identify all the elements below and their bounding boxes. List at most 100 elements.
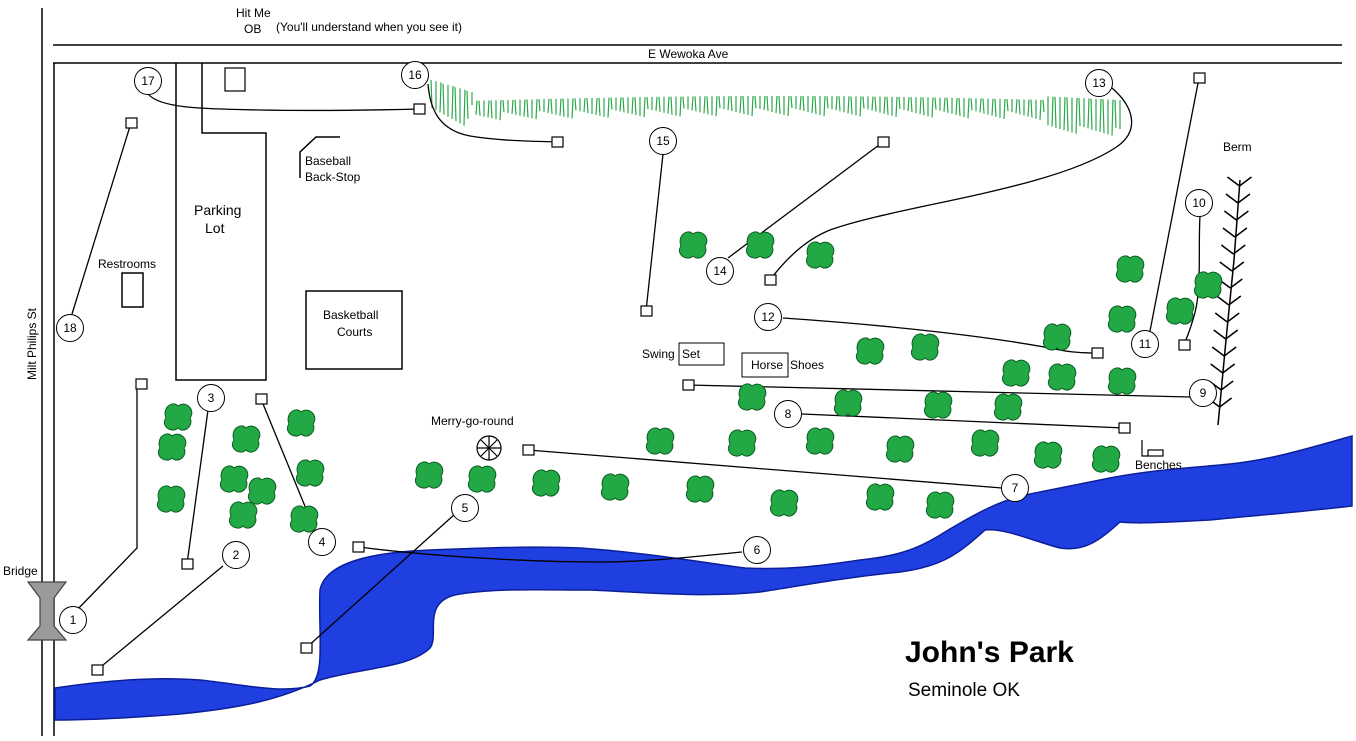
tree	[290, 505, 319, 533]
grass-blade	[679, 96, 682, 117]
grass-blade	[859, 96, 862, 117]
berm-tick	[1219, 397, 1233, 408]
tree	[1194, 271, 1223, 299]
grass-blade	[1051, 96, 1054, 127]
tree	[164, 403, 193, 431]
grass-blade	[1003, 98, 1006, 119]
berm-tick	[1226, 312, 1240, 323]
grass-blade	[538, 99, 541, 112]
tree	[679, 231, 708, 259]
grass-blade	[451, 85, 454, 120]
grass-blade	[727, 96, 730, 111]
hole-11-marker: 11	[1131, 330, 1159, 358]
berm-ridge	[1207, 176, 1252, 426]
map-subtitle: Seminole OK	[908, 680, 1020, 701]
grass-blade	[790, 95, 793, 109]
berm-tick	[1211, 346, 1225, 357]
grass-blade	[1015, 99, 1018, 114]
backstop-label-line2: Back-Stop	[305, 170, 361, 184]
grass-blade	[583, 98, 586, 113]
berm-tick	[1228, 295, 1242, 306]
hole-14-marker: 14	[706, 257, 734, 285]
berm-tick	[1210, 363, 1224, 374]
grass-blade	[1006, 99, 1009, 112]
grass-blade	[439, 82, 442, 113]
parking-lot-outline	[175, 63, 267, 381]
berm-tick	[1214, 312, 1228, 323]
grass-blade	[991, 98, 994, 116]
hole-10-marker: 10	[1185, 189, 1213, 217]
tree	[738, 383, 767, 411]
fairway-13	[769, 87, 1133, 281]
berm-spine	[1217, 179, 1241, 426]
grass-blade	[898, 96, 901, 109]
fairway-16	[427, 83, 558, 143]
tree	[806, 427, 835, 455]
grass-blade	[1099, 98, 1102, 133]
tree	[886, 435, 915, 463]
trees	[157, 231, 1223, 533]
fairway-1	[74, 383, 142, 613]
hole-9-marker: 9	[1189, 379, 1217, 407]
berm-tick	[1213, 329, 1227, 340]
grass-blade	[883, 96, 886, 114]
tree	[157, 485, 186, 513]
grass-blade	[910, 97, 913, 113]
berm-tick	[1234, 227, 1248, 238]
grass-blade	[955, 97, 958, 115]
hole-18-marker: 18	[56, 314, 84, 342]
fairway-5	[305, 513, 456, 649]
tree	[911, 333, 940, 361]
target-4	[255, 393, 268, 405]
grass-blade	[1111, 99, 1114, 136]
grass-blade	[502, 100, 505, 113]
berm-tick	[1231, 261, 1245, 272]
tree	[415, 461, 444, 489]
tree	[1002, 359, 1031, 387]
grass-blade	[778, 95, 781, 115]
berm-tick	[1216, 295, 1230, 306]
hole-16-marker: 16	[401, 61, 429, 89]
tree	[856, 337, 885, 365]
grass-blade	[598, 97, 601, 116]
grass-blade	[763, 95, 766, 111]
grass-blade	[667, 96, 670, 114]
fairway-18	[71, 122, 132, 315]
set-label: Set	[682, 347, 701, 361]
merry-go-round-label: Merry-go-round	[431, 414, 514, 428]
grass-blade	[766, 95, 769, 112]
benches-label: Benches	[1135, 458, 1182, 472]
hole-2-marker: 2	[222, 541, 250, 569]
grass-blade	[610, 97, 613, 110]
basketball-label-line1: Basketball	[323, 308, 379, 322]
grass-blade	[463, 89, 466, 126]
grass-blade	[958, 97, 961, 117]
horse-shoes-box	[741, 352, 789, 378]
grass-blade	[514, 99, 517, 115]
tree	[287, 409, 316, 437]
tree	[834, 389, 863, 417]
grass-blade	[730, 96, 733, 112]
grass-blade	[655, 96, 658, 111]
berm-tick	[1232, 244, 1246, 255]
hole-7-marker: 7	[1001, 474, 1029, 502]
grass-blade	[475, 100, 478, 115]
swing-set-box	[678, 342, 725, 366]
grass-blade	[751, 96, 754, 117]
grass-blade	[886, 96, 889, 115]
backstop-label-line1: Baseball	[305, 154, 352, 168]
ob-label: OB	[244, 22, 262, 36]
target-16	[551, 136, 564, 148]
grass-blade	[466, 90, 469, 119]
fairway-12	[782, 317, 1098, 354]
tree	[158, 433, 187, 461]
berm-tick	[1227, 176, 1240, 187]
tree	[686, 475, 715, 503]
grass-blade	[1030, 99, 1033, 118]
tree	[866, 483, 895, 511]
fairway-10	[1183, 215, 1201, 345]
grass-blade	[487, 100, 490, 118]
grass-blade	[547, 98, 550, 114]
hole-4-marker: 4	[308, 528, 336, 556]
